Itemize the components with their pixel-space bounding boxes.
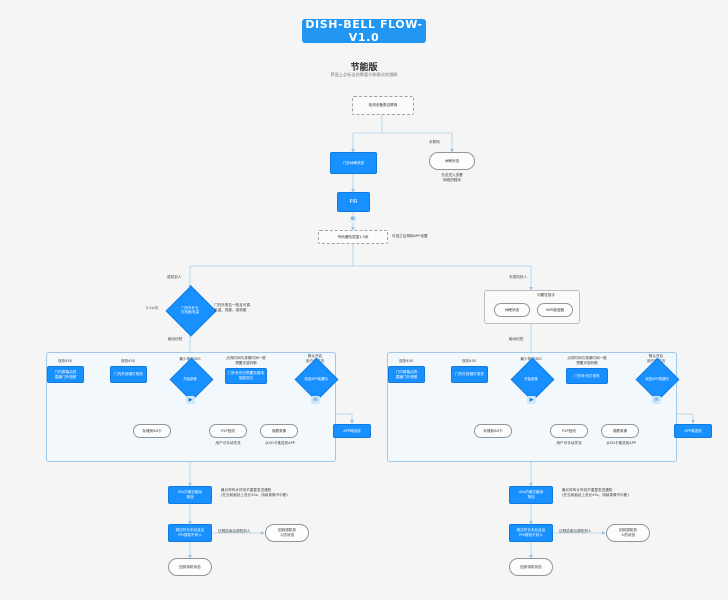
note-bottom-left-noperson: 过程结束后感知到人: [218, 529, 251, 533]
node-right-1[interactable]: 门内外按键灯常亮: [451, 366, 488, 383]
edge-label-person-detected: 感知到人: [167, 275, 182, 279]
note-bottom-right-noperson: 过程结束后感知到人: [559, 529, 592, 533]
message-icon: ✉: [311, 396, 320, 404]
node-doorbell-sleep[interactable]: 门铃休眠状态: [330, 152, 377, 174]
node-bottom-left-final[interactable]: 回到待机状态: [168, 558, 212, 576]
note-left-sd-push: 从SD卡推送到APP: [265, 441, 295, 445]
node-right-view-record[interactable]: 观看录像: [601, 424, 639, 438]
caption-left-1: 双亮45S: [120, 359, 136, 363]
node-right-app-link[interactable]: APP端连线: [674, 424, 712, 438]
node-bottom-left-back[interactable]: 回到感知到 人的状态: [265, 524, 309, 542]
node-right-p2p[interactable]: P2P回流: [550, 424, 588, 438]
node-bottom-left-timer[interactable]: 45s内离交触动 按钮: [168, 486, 212, 504]
group-standby-title: 问题性指手: [537, 293, 555, 297]
note-right-sd-push: 从SD卡推送到APP: [606, 441, 636, 445]
node-sleep-state-right[interactable]: 休眠状态: [494, 303, 530, 317]
edge-label-rate: 0.5s/次: [146, 306, 159, 310]
camera-icon-right: ▶: [527, 396, 536, 404]
edge-label-no-person: 未感知到人: [509, 275, 527, 279]
node-bottom-left-noperson[interactable]: 超过时长未后且后 PIR感知不到人: [168, 524, 212, 542]
node-left-3[interactable]: 门外补光灯预置光感电 智能变光: [225, 368, 267, 384]
edge-label-offline: 未联网: [429, 140, 440, 144]
node-left-p2p[interactable]: P2P回流: [209, 424, 247, 438]
node-left-0[interactable]: 门内屏幕点亮 直播门外视频: [47, 366, 84, 383]
node-right-store-sd[interactable]: 存储到SD卡: [474, 424, 512, 438]
gear-icon: ⚙: [349, 215, 357, 223]
edge-label-trigger-right: 触动侦短: [509, 337, 524, 341]
page-title-chip: DISH-BELL FLOW-V1.0: [302, 18, 426, 44]
node-left-store-sd[interactable]: 存储到SD卡: [133, 424, 171, 438]
note-right-manual-off: 用户可手动关流: [556, 441, 582, 445]
camera-icon: ▶: [186, 396, 195, 404]
document-subtitle: 界面上会标当前需要节能模式的细解: [330, 72, 398, 77]
message-icon-right: ✉: [652, 396, 661, 404]
caption-right-0: 双亮45S: [398, 359, 414, 363]
note-left-manual-off: 用户可手动关流: [215, 441, 241, 445]
note-sleep-state: 无法进入查看 网络的程序: [441, 173, 463, 182]
node-ring-range[interactable]: 号码通知范围1-5米: [318, 230, 388, 244]
caption-right-1: 双亮45S: [461, 359, 477, 363]
node-left-2-label: 开始录像: [183, 376, 197, 381]
note-ring-range: 可选之后再和APP设置: [392, 234, 428, 238]
caption-right-3: 点亮时间与录像时间一致 预置光感判断: [567, 356, 607, 365]
caption-left-3: 点亮时间与录像时间一致 预置光感判断: [226, 356, 266, 365]
node-right-3[interactable]: 门外补光灯常亮: [566, 368, 608, 384]
caption-left-0: 双亮45S: [57, 359, 73, 363]
note-bottom-left-timer: 最长呼叫计时但不重复发送通知 (在当前画站上总长45s，持续录像不中断): [221, 488, 288, 498]
node-left-app-link[interactable]: APP端连线: [333, 424, 371, 438]
node-bottom-right-final[interactable]: 回到待机状态: [509, 558, 553, 576]
node-detect-network[interactable]: 检测设备是否联网: [352, 96, 414, 115]
node-bottom-right-timer[interactable]: 45s内离交触动 按钮: [509, 486, 553, 504]
node-wifi-link[interactable]: WiFi链信器: [537, 303, 573, 317]
node-pir[interactable]: PIR: [337, 192, 370, 212]
edge-label-trigger-left: 触动侦短: [168, 337, 183, 341]
node-bottom-right-noperson[interactable]: 超过时长未后且后 PIR感知不到人: [509, 524, 553, 542]
note-bottom-right-timer: 最长呼叫计时但不重复发送通知 (在当前画站上总长45s，持续录像不中断): [562, 488, 629, 498]
document-title: 节能版: [350, 62, 378, 73]
node-sleep-state[interactable]: 休眠状态: [429, 152, 475, 170]
node-bottom-right-back[interactable]: 回到感知到 人的状态: [606, 524, 650, 542]
node-right-0[interactable]: 门内屏幕点亮 直播门外视频: [388, 366, 425, 383]
node-right-2-label: 开始录像: [524, 376, 538, 381]
node-left-4-label: 双送APP端通知: [304, 376, 328, 381]
node-fill-light-label: 门内外补光 灯亮度/色温: [180, 305, 200, 314]
node-left-1[interactable]: 门内外按键灯常亮: [110, 366, 147, 383]
node-right-4-label: 双送APP端通知: [645, 376, 669, 381]
node-left-view-record[interactable]: 观看录像: [260, 424, 298, 438]
note-fill-light: 门内外报告一致且可调 色温、亮度、强和度: [214, 303, 250, 313]
